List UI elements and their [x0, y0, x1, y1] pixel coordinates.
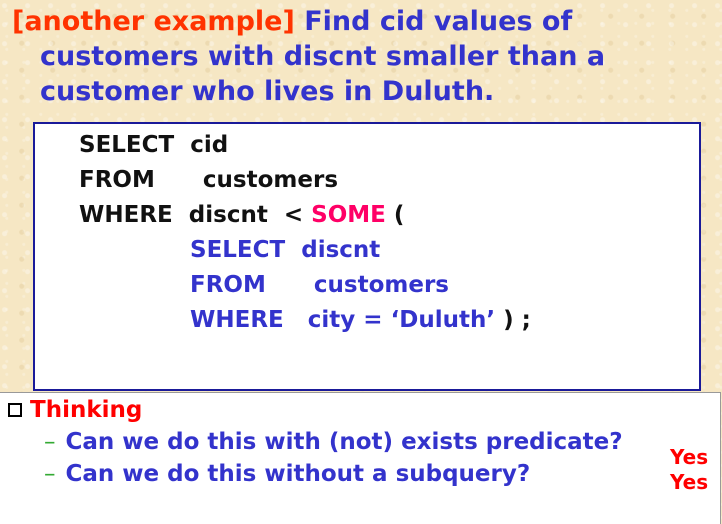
sql-select-keyword: SELECT — [79, 132, 175, 158]
question-1-text: Can we do this with (not) exists predica… — [65, 429, 623, 455]
thinking-box: Thinking –Can we do this with (not) exis… — [0, 392, 721, 524]
thinking-header: Thinking — [8, 397, 142, 423]
title-line-1: Find cid values of — [294, 6, 573, 37]
sql-select-column: cid — [174, 132, 229, 158]
sql-subquery-line-1: SELECT discnt — [190, 237, 381, 263]
sql-where-condition: discnt < — [172, 202, 312, 228]
sql-subquery-line-3: WHERE city = ‘Duluth’ ) ; — [190, 303, 531, 338]
sql-open-paren: ( — [385, 202, 405, 228]
question-2: –Can we do this without a subquery? — [44, 461, 530, 487]
title-tag: [another example] — [12, 6, 295, 37]
answer-1: Yes — [670, 445, 709, 469]
dash-bullet-2: – — [44, 461, 56, 487]
answer-2: Yes — [670, 470, 709, 494]
checkbox-bullet-icon — [8, 403, 22, 417]
sql-where-keyword: WHERE — [79, 202, 173, 228]
sql-line-3: WHERE discnt < SOME ( — [79, 198, 404, 233]
sql-code-box: SELECT cid FROM customers WHERE discnt <… — [33, 122, 701, 391]
sql-line-2: FROM customers — [79, 163, 338, 198]
title-line-3: customer who lives in Duluth. — [40, 76, 495, 107]
title-line-2: customers with discnt smaller than a — [40, 41, 606, 72]
sql-from-keyword: FROM — [79, 167, 155, 193]
slide-title: [another example] Find cid values of cus… — [12, 4, 712, 109]
thinking-header-label: Thinking — [30, 397, 143, 423]
question-1: –Can we do this with (not) exists predic… — [44, 429, 623, 455]
sql-close-paren: ) ; — [495, 307, 531, 333]
sql-some-keyword: SOME — [311, 202, 386, 228]
sql-subquery-where: WHERE city = ‘Duluth’ — [190, 307, 496, 333]
sql-from-table: customers — [154, 167, 339, 193]
dash-bullet-1: – — [44, 429, 56, 455]
sql-line-1: SELECT cid — [79, 128, 228, 163]
question-2-text: Can we do this without a subquery? — [65, 461, 531, 487]
sql-subquery-line-2: FROM customers — [190, 272, 449, 298]
